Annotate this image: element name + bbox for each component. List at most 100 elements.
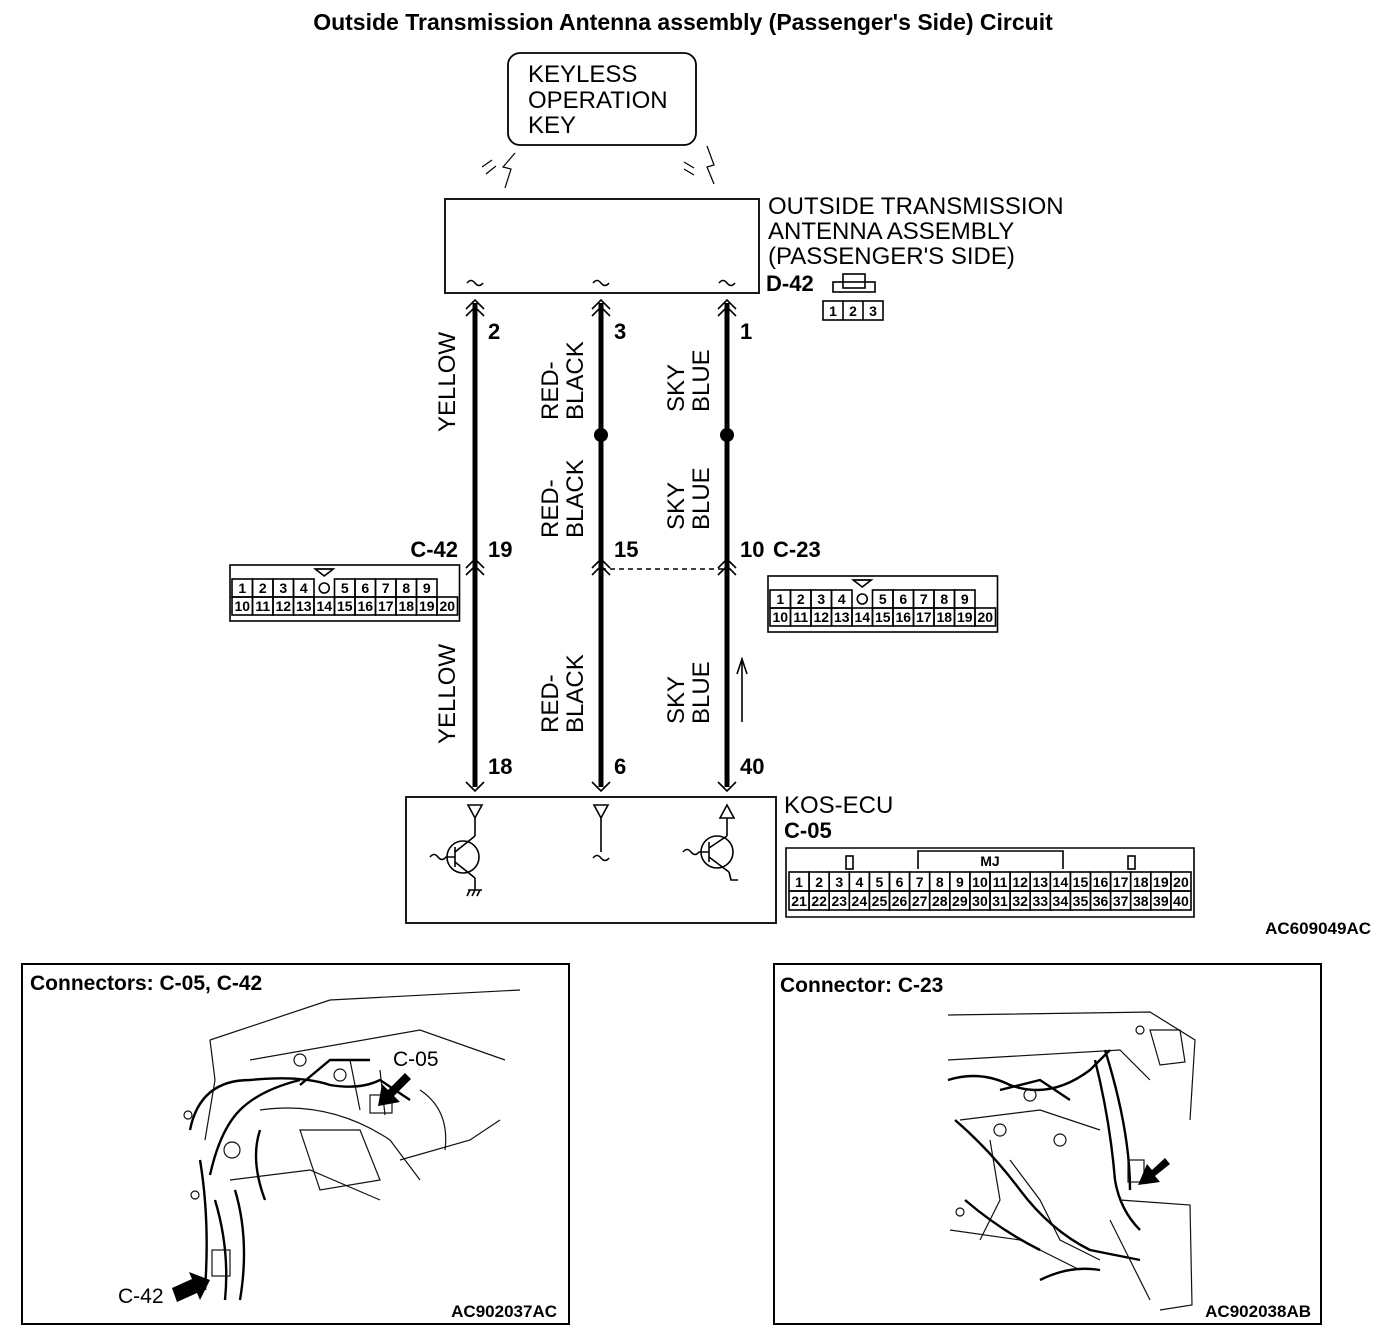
radio-signal-icon-right bbox=[683, 145, 715, 185]
c23-cell: 20 bbox=[977, 609, 993, 625]
c05-cell: 24 bbox=[852, 893, 868, 909]
inset-left-panel: Connectors: C-05, C-42 bbox=[21, 963, 570, 1325]
color-sky-blue-upper-1: SKY bbox=[663, 364, 690, 412]
c23-cell: 9 bbox=[961, 591, 969, 607]
c23-cell: 3 bbox=[817, 591, 825, 607]
c23-cell: 12 bbox=[813, 609, 829, 625]
pin-c42-19: 19 bbox=[488, 537, 512, 562]
c23-cell: 1 bbox=[776, 591, 784, 607]
keyless-operation-key-box: KEYLESS OPERATION KEY bbox=[507, 52, 697, 146]
antenna-label-line-2: ANTENNA ASSEMBLY bbox=[768, 218, 1014, 245]
d42-pin-3: 3 bbox=[869, 303, 877, 319]
c05-cell: 21 bbox=[791, 893, 807, 909]
c05-cell: 18 bbox=[1133, 874, 1149, 890]
c42-cell: 19 bbox=[419, 598, 435, 614]
c05-cell: 15 bbox=[1073, 874, 1089, 890]
c42-cell: 13 bbox=[296, 598, 312, 614]
terminal-symbols bbox=[465, 298, 737, 793]
c05-cell: 14 bbox=[1053, 874, 1069, 890]
c05-cell: 25 bbox=[872, 893, 888, 909]
splice-sky-blue bbox=[720, 428, 734, 442]
inset-right-title: Connector: C-23 bbox=[780, 974, 943, 997]
c05-tag: MJ bbox=[980, 853, 999, 869]
c42-cell: 9 bbox=[423, 580, 431, 596]
c42-cell: 20 bbox=[439, 598, 455, 614]
color-sky-blue-lower-1: SKY bbox=[663, 676, 690, 724]
c23-cell: 16 bbox=[895, 609, 911, 625]
c05-cell: 32 bbox=[1012, 893, 1028, 909]
key-label-line-1: KEYLESS bbox=[528, 61, 637, 88]
c23-cell: 13 bbox=[834, 609, 850, 625]
c05-cell: 6 bbox=[896, 874, 904, 890]
c05-cell: 8 bbox=[936, 874, 944, 890]
c42-cell: 11 bbox=[255, 598, 270, 614]
c05-cell: 23 bbox=[831, 893, 847, 909]
c05-cell: 40 bbox=[1173, 893, 1189, 909]
inset-right-panel: Connector: C-23 AC902038AB bbox=[773, 963, 1322, 1325]
c05-cell: 30 bbox=[972, 893, 988, 909]
c23-cell: 14 bbox=[854, 609, 870, 625]
wire-color-labels: YELLOW YELLOW RED- BLACK RED- BLACK RED-… bbox=[434, 332, 715, 744]
c05-cell: 4 bbox=[855, 874, 863, 890]
color-red-black-lower-2: BLACK bbox=[562, 654, 589, 733]
c05-cell: 39 bbox=[1153, 893, 1169, 909]
c05-cell: 3 bbox=[835, 874, 843, 890]
callout-arrow-c05-icon bbox=[378, 1073, 411, 1106]
pin-antenna-1: 1 bbox=[740, 319, 752, 344]
c42-cell: 1 bbox=[238, 580, 246, 596]
c42-cell: 4 bbox=[300, 580, 308, 596]
c05-cell: 5 bbox=[876, 874, 884, 890]
c23-cell: 2 bbox=[797, 591, 805, 607]
c05-cell: 28 bbox=[932, 893, 948, 909]
inset-left-title: Connectors: C-05, C-42 bbox=[30, 972, 262, 995]
c42-cell: 12 bbox=[275, 598, 291, 614]
color-yellow-upper: YELLOW bbox=[434, 332, 461, 432]
c05-cell: 34 bbox=[1053, 893, 1069, 909]
c23-cell: 5 bbox=[879, 591, 887, 607]
c42-cell: 18 bbox=[398, 598, 414, 614]
c05-cell: 1 bbox=[795, 874, 803, 890]
c23-cell: 18 bbox=[936, 609, 952, 625]
c42-cell: 6 bbox=[361, 580, 369, 596]
c05-cell: 22 bbox=[811, 893, 827, 909]
c42-cell: 5 bbox=[341, 580, 349, 596]
callout-arrow-c23-icon bbox=[1138, 1158, 1170, 1185]
antenna-assembly-box bbox=[444, 198, 760, 294]
pin-ecu-18: 18 bbox=[488, 754, 512, 779]
ecu-name-label: KOS-ECU bbox=[784, 792, 893, 819]
c42-cell: 14 bbox=[316, 598, 332, 614]
c42-cell: 3 bbox=[279, 580, 287, 596]
connector-d42-face: 1 2 3 bbox=[822, 273, 884, 321]
c05-cell: 10 bbox=[972, 874, 988, 890]
c05-cell: 35 bbox=[1073, 893, 1089, 909]
c05-cell: 9 bbox=[956, 874, 964, 890]
c42-cell: 7 bbox=[382, 580, 390, 596]
c23-cell: 10 bbox=[772, 609, 788, 625]
c05-cell: 7 bbox=[916, 874, 924, 890]
c05-cell: 31 bbox=[992, 893, 1008, 909]
inset-right-code: AC902038AB bbox=[1205, 1302, 1311, 1321]
figure-code: AC609049AC bbox=[1265, 919, 1371, 938]
pin-ecu-40: 40 bbox=[740, 754, 764, 779]
c05-cell: 33 bbox=[1032, 893, 1048, 909]
color-sky-blue-mid-1: SKY bbox=[663, 482, 690, 530]
color-red-black-upper-2: BLACK bbox=[562, 341, 589, 420]
pin-antenna-3: 3 bbox=[614, 319, 626, 344]
key-label-line-3: KEY bbox=[528, 112, 576, 139]
connector-c23-label: C-23 bbox=[773, 537, 821, 562]
key-label-line-2: OPERATION bbox=[528, 87, 668, 114]
c23-cell: 11 bbox=[793, 609, 808, 625]
callout-arrow-c42-icon bbox=[172, 1272, 210, 1302]
connector-d42-label: D-42 bbox=[766, 271, 814, 296]
d42-pin-1: 1 bbox=[829, 303, 837, 319]
color-sky-blue-upper-2: BLUE bbox=[688, 349, 715, 412]
c42-cell: 16 bbox=[357, 598, 373, 614]
c05-cell: 12 bbox=[1012, 874, 1028, 890]
antenna-label-line-3: (PASSENGER'S SIDE) bbox=[768, 243, 1015, 270]
pin-c23-10: 10 bbox=[740, 537, 764, 562]
c23-cell: 6 bbox=[899, 591, 907, 607]
d42-pin-2: 2 bbox=[849, 303, 857, 319]
